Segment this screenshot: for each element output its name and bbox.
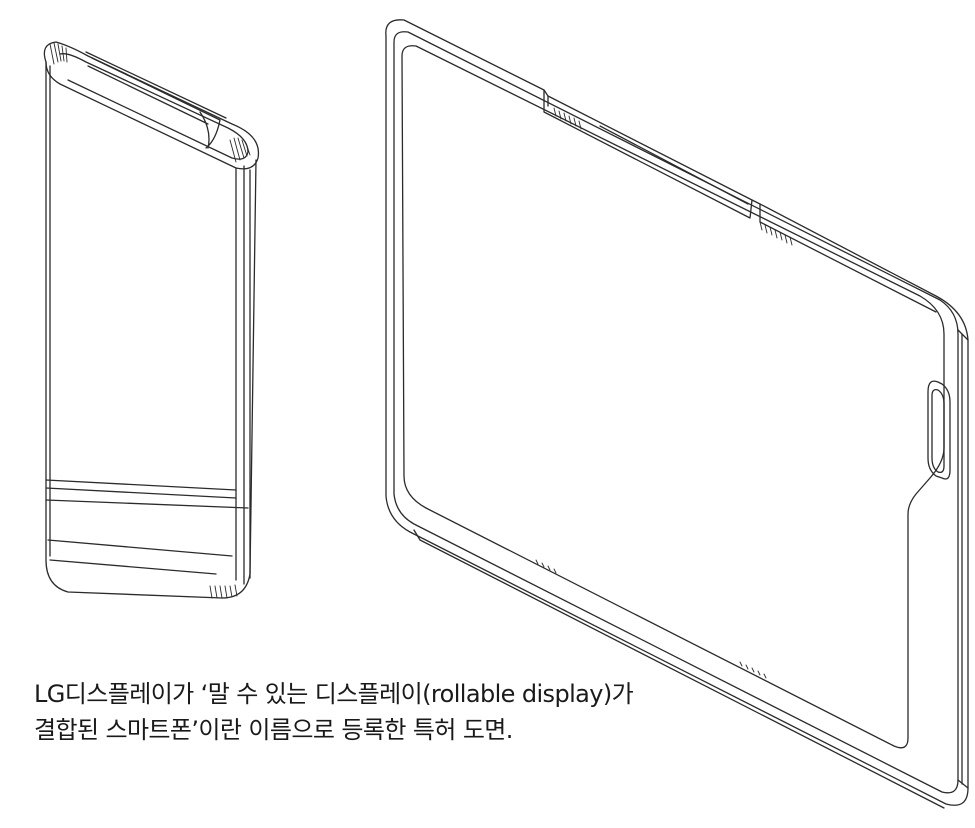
hinge-knurl-2 xyxy=(759,221,793,246)
side-button xyxy=(927,380,951,480)
hinge-knurl-1 xyxy=(553,107,582,130)
rolled-roller-knurl-top xyxy=(49,42,251,163)
caption-line-1: LG디스플레이가 ‘말 수 있는 디스플레이(rollable display)… xyxy=(34,680,634,708)
caption-line-2: 결합된 스마트폰’이란 이름으로 등록한 특허 도면. xyxy=(34,716,513,744)
rolled-phone-view xyxy=(43,41,260,599)
unrolled-phone-view xyxy=(385,19,969,809)
bottom-speaker-grille xyxy=(535,559,767,679)
rolled-roller-knurl-bottom xyxy=(209,584,238,599)
figure-caption: LG디스플레이가 ‘말 수 있는 디스플레이(rollable display)… xyxy=(34,676,734,748)
